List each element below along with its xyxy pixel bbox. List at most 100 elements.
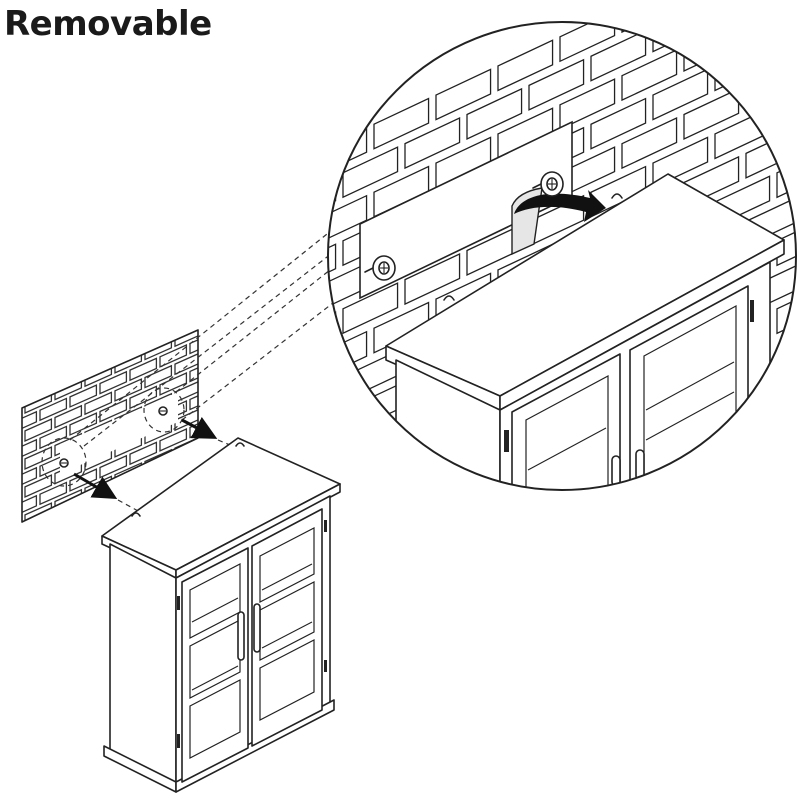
brick — [220, 374, 246, 396]
brick — [219, 341, 274, 391]
brick — [205, 339, 231, 361]
brick — [159, 344, 188, 368]
brick — [745, 58, 796, 111]
brick — [205, 367, 231, 389]
brick — [250, 293, 305, 343]
screw-icon — [158, 406, 168, 416]
brick — [776, 78, 796, 131]
brick — [745, 22, 796, 43]
cabinet-small — [101, 437, 341, 793]
brick — [39, 369, 68, 394]
brick — [159, 330, 188, 340]
brick — [24, 418, 53, 442]
brick — [0, 509, 6, 531]
brick — [373, 437, 430, 490]
brick — [235, 410, 261, 432]
brick — [652, 68, 709, 121]
brick — [174, 330, 198, 348]
brick — [776, 22, 796, 63]
brick — [220, 402, 246, 424]
brick — [0, 481, 6, 503]
brick — [174, 351, 198, 376]
brick — [0, 397, 6, 419]
brick — [99, 342, 128, 367]
brick — [189, 358, 198, 383]
brick — [129, 330, 158, 354]
brick — [22, 431, 23, 456]
screw-icon — [532, 171, 564, 197]
brick — [328, 330, 368, 383]
brick — [559, 78, 616, 131]
brick — [342, 282, 399, 335]
brick — [24, 446, 53, 470]
brick — [684, 0, 739, 3]
brick — [22, 494, 38, 519]
zoom-leader-lines — [69, 229, 343, 447]
brick — [328, 379, 337, 432]
lift-arrow-icon — [514, 190, 606, 222]
brick — [235, 298, 261, 320]
brick — [714, 22, 771, 24]
brick — [0, 453, 6, 475]
screw-icon — [364, 255, 396, 281]
brick — [39, 397, 68, 422]
brick — [22, 459, 23, 484]
brick — [159, 428, 188, 452]
brick — [39, 425, 68, 450]
brick — [99, 370, 128, 395]
brick — [22, 382, 38, 407]
brick — [590, 29, 647, 82]
detail-circle-right — [143, 387, 185, 433]
brick — [22, 438, 38, 463]
page-title: Removable — [4, 4, 212, 44]
brick — [328, 175, 337, 228]
brick — [69, 356, 98, 380]
brick — [683, 22, 740, 73]
brick — [0, 425, 6, 447]
brick — [328, 398, 368, 451]
brick — [219, 205, 274, 255]
brick — [129, 441, 158, 466]
brick — [22, 515, 23, 522]
handle-icon — [237, 611, 245, 661]
brick — [404, 116, 461, 170]
brick — [342, 146, 399, 199]
brick — [188, 254, 243, 304]
brick — [466, 87, 523, 141]
brick — [39, 481, 68, 506]
brick — [24, 474, 53, 498]
brick — [84, 391, 113, 416]
brick — [250, 157, 305, 207]
brick — [250, 361, 305, 411]
brick — [714, 39, 771, 92]
brick — [621, 116, 678, 170]
arrow-icon — [73, 472, 118, 500]
brick — [220, 346, 246, 368]
brick — [54, 404, 83, 429]
detail-circle-left — [41, 437, 87, 487]
brick — [235, 382, 261, 404]
brick — [373, 97, 430, 150]
brick — [22, 403, 23, 428]
brick — [528, 58, 585, 111]
brick — [205, 395, 231, 417]
brick — [189, 330, 198, 355]
brick — [22, 410, 38, 435]
brick — [250, 225, 305, 275]
brick — [190, 304, 216, 326]
arrow-icon — [181, 416, 218, 439]
brick — [144, 364, 173, 389]
brick — [114, 378, 143, 402]
brick — [590, 97, 647, 150]
brick — [22, 487, 23, 512]
brick — [99, 454, 128, 479]
brick — [69, 412, 98, 436]
brick — [235, 354, 261, 376]
brick — [342, 418, 399, 471]
brick — [404, 456, 461, 490]
brick — [99, 398, 128, 423]
brick — [328, 243, 337, 296]
brick — [497, 39, 554, 92]
handle-icon — [253, 603, 261, 653]
